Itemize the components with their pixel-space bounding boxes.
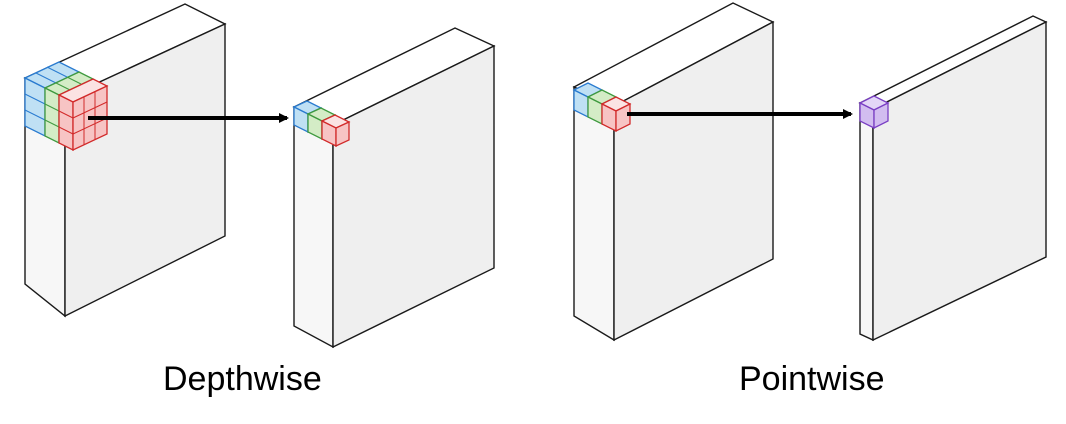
pointwise-output-volume: [858, 15, 1048, 342]
depthwise-output-volume: [292, 27, 496, 349]
pointwise-kernel-red: [600, 96, 632, 133]
pointwise-output-cube: [858, 95, 890, 130]
pointwise-kernel-green: [586, 89, 618, 126]
depthwise-caption: Depthwise: [163, 360, 322, 398]
depthwise-output-cubes: [292, 100, 351, 148]
depthwise-kernel-stack: [23, 61, 109, 152]
pointwise-caption: Pointwise: [739, 360, 885, 398]
pointwise-kernel-stack: [572, 82, 632, 133]
output-cube-red: [320, 114, 351, 148]
pointwise-input-volume: [572, 2, 775, 342]
depthwise-input-volume: [23, 3, 227, 318]
kernel-channel-blue: [23, 61, 81, 138]
